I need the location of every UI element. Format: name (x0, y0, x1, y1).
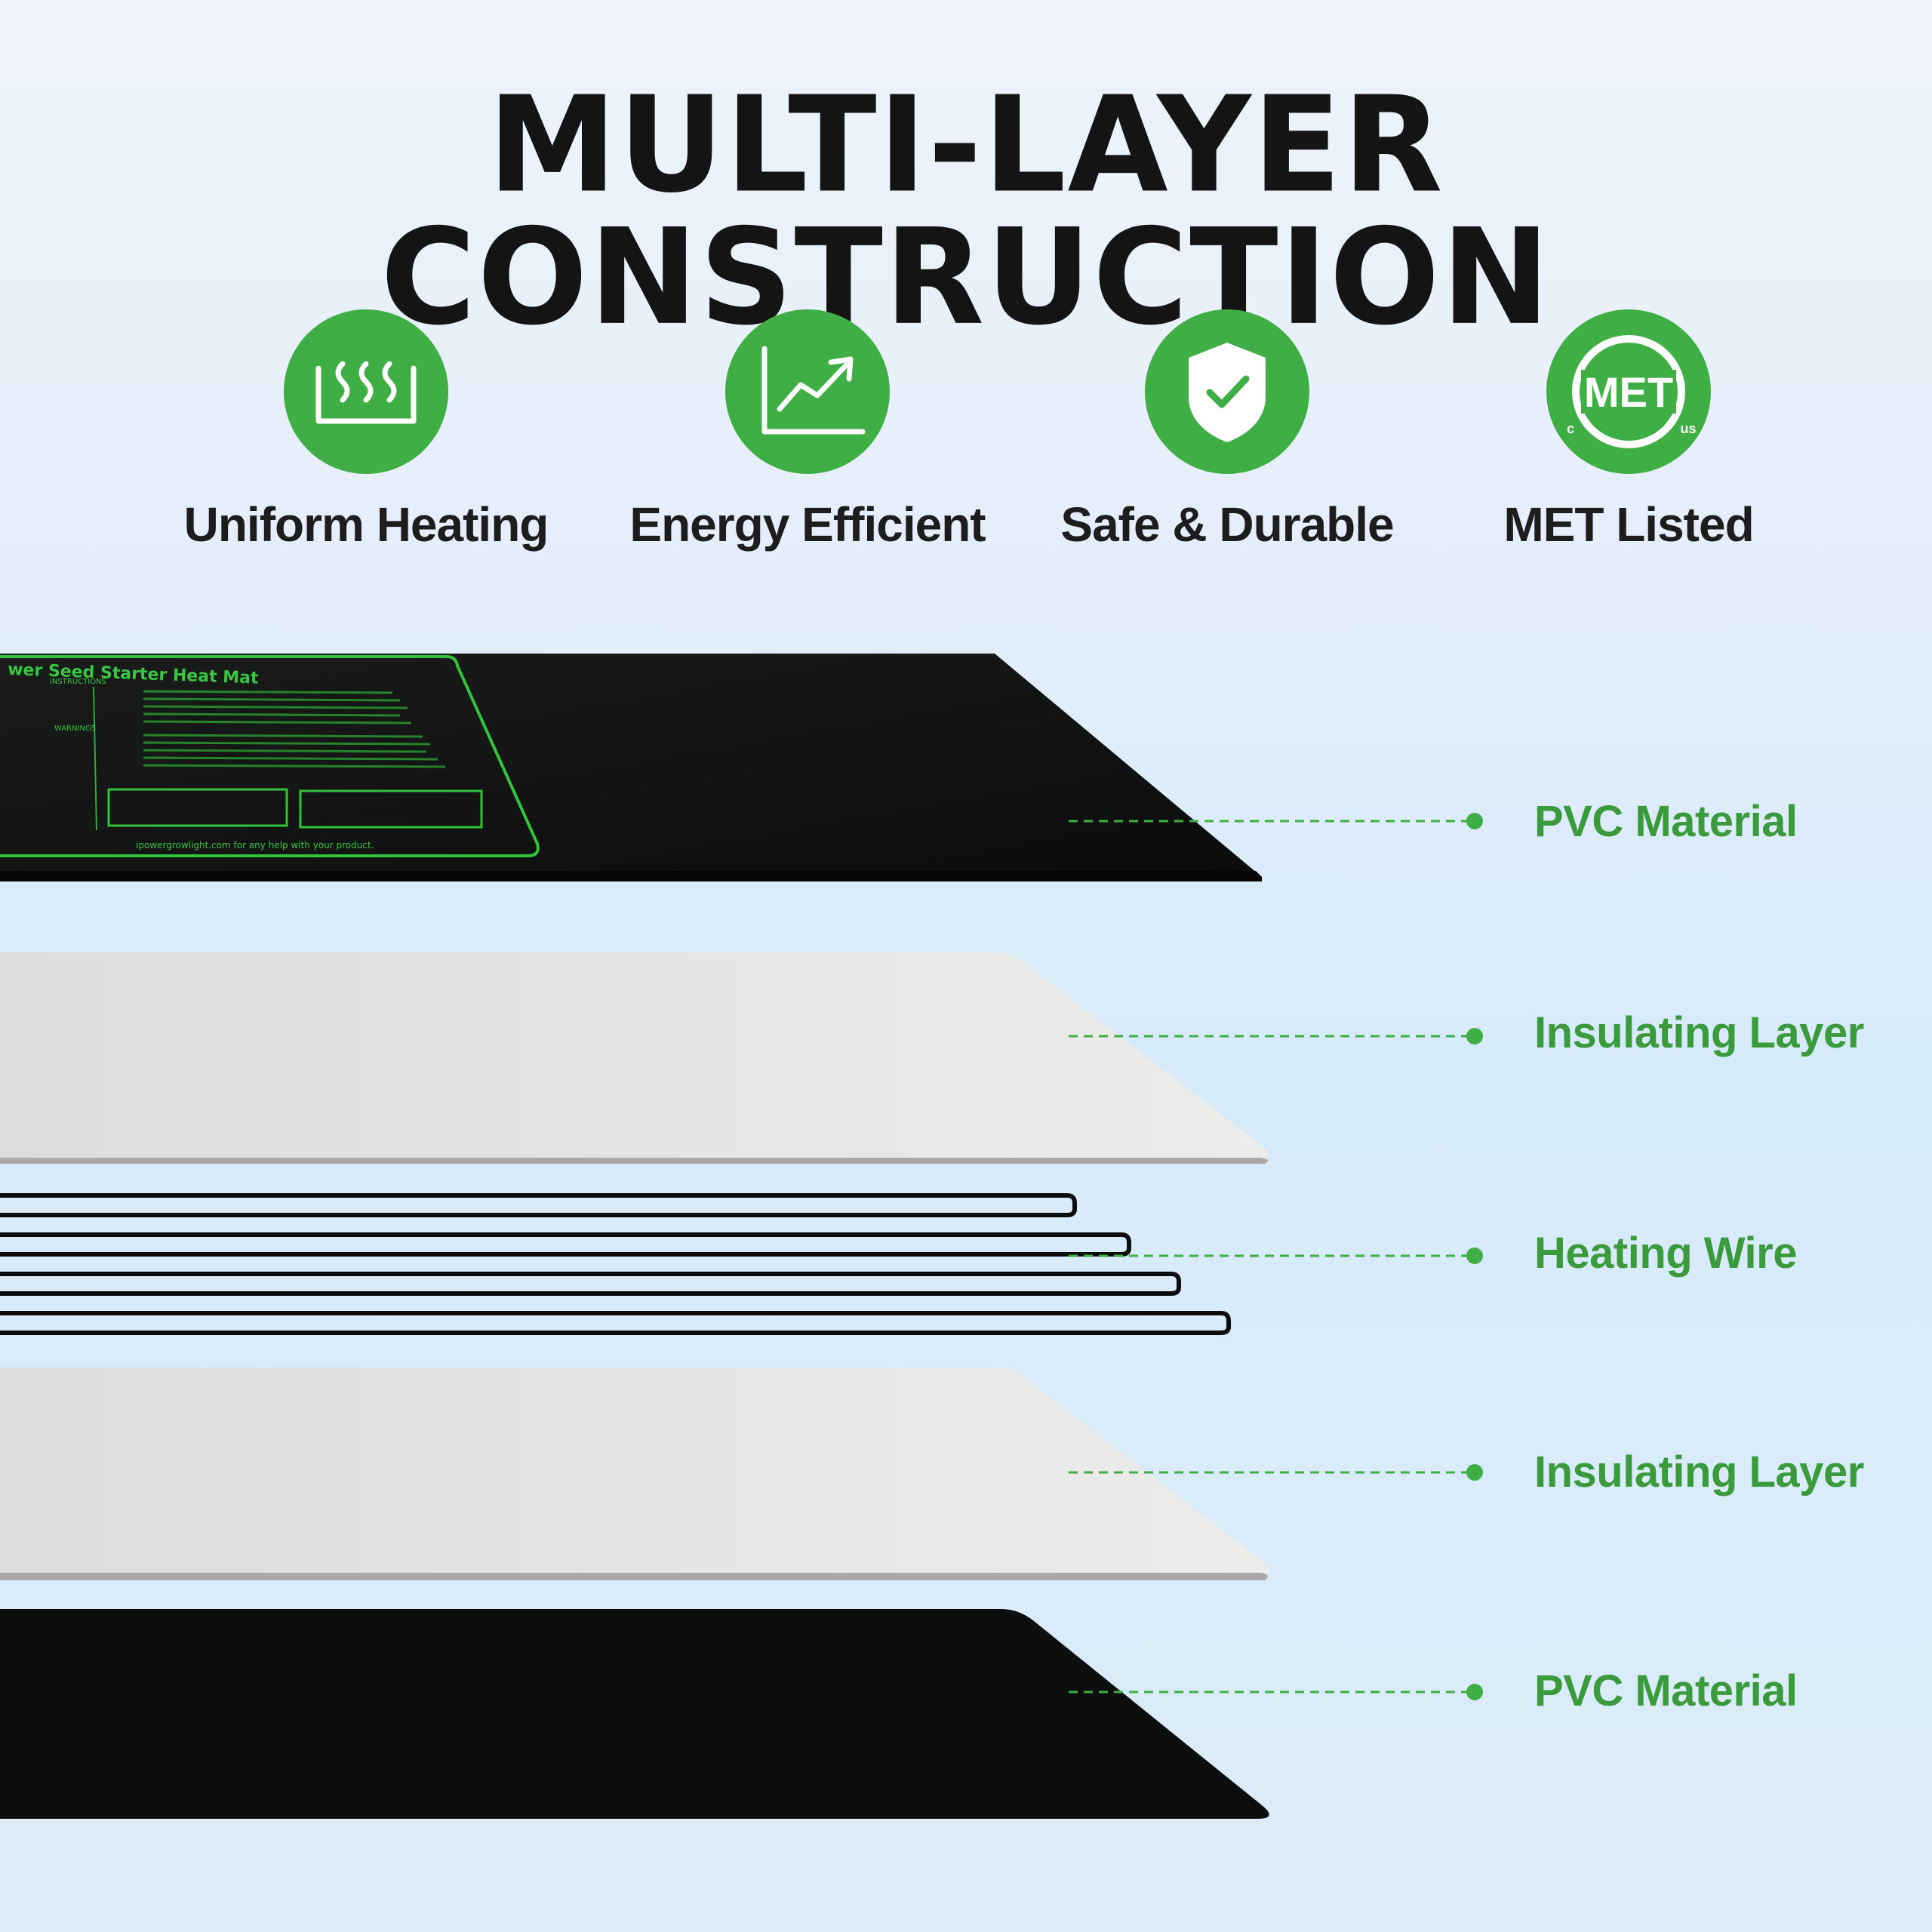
feature-label: MET Listed (1503, 497, 1754, 552)
insulating-layer-top (0, 952, 1269, 1164)
callout-dots (1466, 813, 1483, 1700)
heating-wire-layer (0, 1193, 1231, 1335)
feature-safe-durable: Safe & Durable (1031, 309, 1423, 552)
shield-check-icon (1145, 309, 1309, 474)
mat-print-instructions: INSTRUCTIONS (50, 678, 106, 686)
feature-energy-efficient: Energy Efficient (611, 309, 1004, 552)
met-icon-us: us (1680, 421, 1696, 436)
page-title: MULTI-LAYER CONSTRUCTION (380, 67, 1552, 355)
met-icon-c: c (1567, 421, 1574, 436)
layer-label-insulating-bottom: Insulating Layer (1534, 1447, 1864, 1497)
feature-met-listed: MET c us MET Listed (1432, 309, 1825, 552)
pvc-top-layer: wer Seed Starter Heat Mat INSTRUCTIONS W… (0, 654, 1262, 881)
callout-lines (1069, 820, 1472, 1694)
feature-label: Safe & Durable (1060, 497, 1394, 552)
insulating-layer-bottom (0, 1367, 1269, 1580)
feature-label: Energy Efficient (629, 497, 986, 552)
layer-label-heating-wire: Heating Wire (1534, 1229, 1797, 1278)
pvc-bottom-layer (0, 1609, 1269, 1819)
layer-label-insulating-top: Insulating Layer (1534, 1008, 1864, 1057)
feature-label: Uniform Heating (183, 497, 549, 552)
layer-label-pvc-bottom: PVC Material (1534, 1666, 1798, 1715)
layer-label-pvc-top: PVC Material (1534, 797, 1798, 846)
heating-waves-icon (284, 309, 448, 474)
met-icon-text: MET (1584, 368, 1673, 416)
feature-uniform-heating: Uniform Heating (170, 309, 562, 552)
chart-trend-up-icon (725, 309, 890, 474)
mat-print-footer: ipowergrowlight.com for any help with yo… (136, 840, 374, 851)
met-certification-icon: MET c us (1546, 309, 1711, 474)
mat-print-warnings: WARNINGS (54, 724, 96, 733)
